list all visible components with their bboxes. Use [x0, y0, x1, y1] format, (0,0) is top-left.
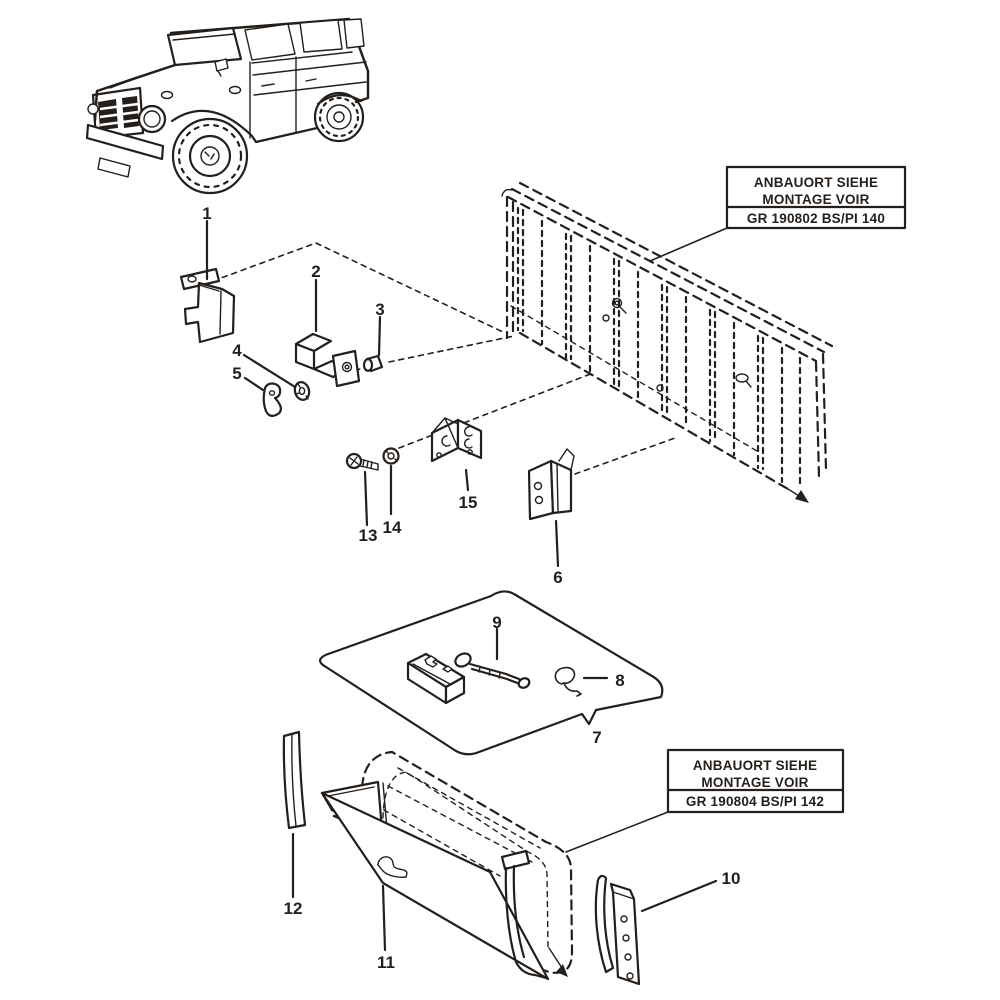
- mounting-plate-top: ANBAUORT SIEHE MONTAGE VOIR GR 190802 BS…: [649, 165, 907, 262]
- callout-4: 4: [232, 341, 242, 360]
- part-2-bracket: [294, 332, 361, 388]
- callout-12: 12: [284, 899, 303, 918]
- flap-handle-cutout: [377, 856, 408, 878]
- plate-top-line2: MONTAGE VOIR: [762, 192, 869, 207]
- cargo-rack-reference: [501, 181, 834, 503]
- callout-9: 9: [492, 613, 501, 632]
- stowage-tray: [319, 590, 664, 756]
- part-6-bracket: [527, 448, 575, 521]
- rack-hook-details: [602, 297, 752, 392]
- part-12-trim-strip: [282, 730, 307, 830]
- plate-top-line3: GR 190802 BS/PI 140: [747, 211, 885, 226]
- part-10-bracket: [594, 874, 641, 986]
- callout-5: 5: [232, 364, 241, 383]
- vehicle-illustration: [85, 17, 370, 195]
- callout-6: 6: [553, 568, 562, 587]
- part-13-screw: [345, 452, 379, 471]
- part-15-clamp-box: [430, 417, 483, 463]
- plate-bottom-line2: MONTAGE VOIR: [701, 775, 808, 790]
- callout-1: 1: [202, 204, 211, 223]
- callout-2: 2: [311, 262, 320, 281]
- tray-block-tool: [406, 652, 466, 705]
- part-8-retaining-hook: [554, 666, 582, 697]
- callout-3: 3: [375, 300, 384, 319]
- callout-10: 10: [722, 869, 741, 888]
- part-11-flap: [320, 791, 550, 981]
- callout-11: 11: [377, 953, 395, 972]
- callout-numbers: 1 2 3 4 5 6 7 8 9 10 11 12 13 14 15: [202, 204, 740, 972]
- rack-slats: [516, 206, 802, 490]
- callout-15: 15: [459, 493, 478, 512]
- part-9-crank-handle: [454, 652, 531, 689]
- plate-bottom-line1: ANBAUORT SIEHE: [693, 758, 817, 773]
- part-5-clip: [262, 382, 282, 417]
- flap-support-rail: [500, 849, 548, 980]
- part-1-bracket: [179, 267, 236, 344]
- callout-8: 8: [615, 671, 624, 690]
- part-3-spacer: [362, 354, 384, 373]
- part-4-washer: [293, 381, 311, 401]
- plate-top-line1: ANBAUORT SIEHE: [754, 175, 878, 190]
- part-14-washer: [382, 447, 400, 465]
- callout-13: 13: [359, 526, 378, 545]
- plate-bottom-line3: GR 190804 BS/PI 142: [686, 794, 824, 809]
- callout-7: 7: [592, 728, 601, 747]
- callout-leader-lines: [205, 219, 718, 952]
- fender-reference-dashed: [360, 750, 574, 977]
- flap-assembly: [282, 730, 641, 986]
- mounting-plate-bottom: ANBAUORT SIEHE MONTAGE VOIR GR 190804 BS…: [565, 748, 845, 853]
- callout-14: 14: [383, 518, 402, 537]
